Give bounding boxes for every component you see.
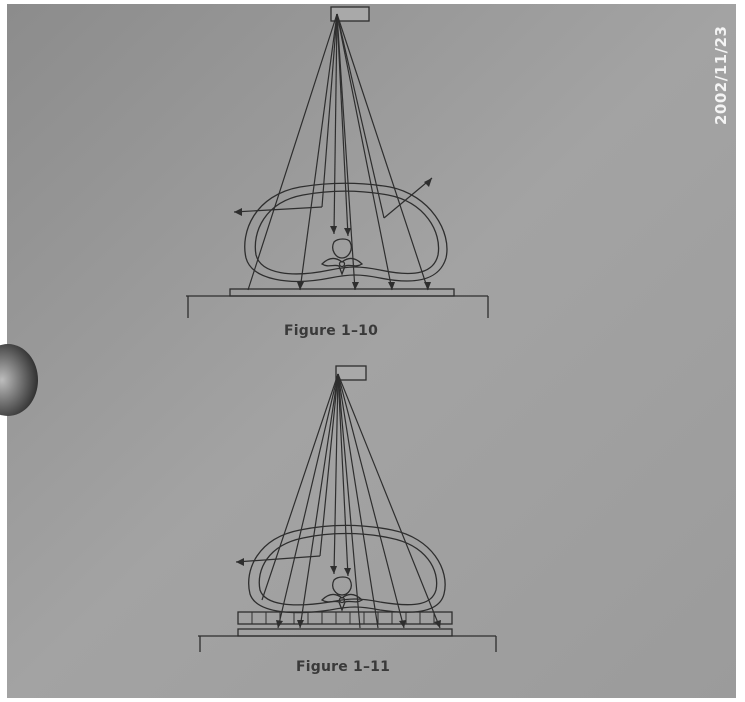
date-stamp: 2002/11/23 [712, 26, 730, 125]
figure-1-10-caption: Figure 1–10 [284, 323, 378, 339]
xray-tube-bottom [336, 366, 366, 380]
figure-1-11-caption: Figure 1–11 [296, 659, 390, 675]
paper-page [7, 4, 736, 698]
